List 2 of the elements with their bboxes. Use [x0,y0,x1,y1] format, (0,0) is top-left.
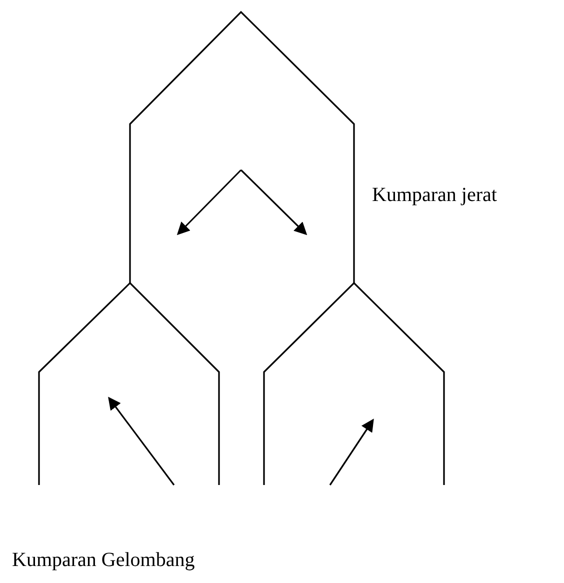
coil-label: Kumparan Gelombang [12,548,195,573]
coil-label: Kumparan jerat [372,183,497,208]
